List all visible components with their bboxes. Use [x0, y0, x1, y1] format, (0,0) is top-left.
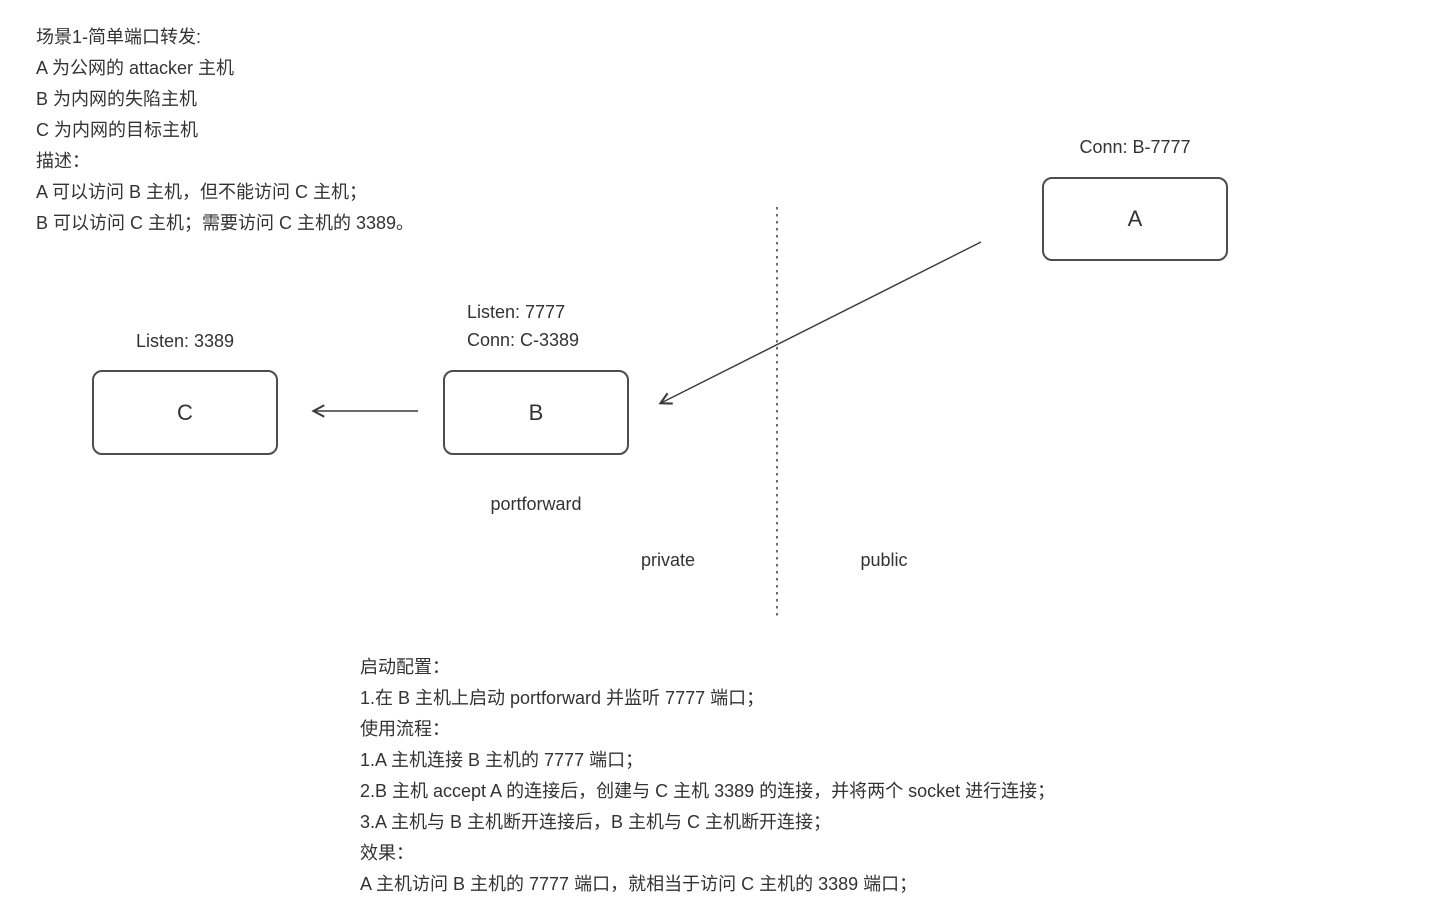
scenario-line-host-b: B 为内网的失陷主机: [36, 89, 198, 109]
arrow-a-to-b: [661, 241, 982, 403]
node-attacker-a: A: [1042, 177, 1228, 261]
notes-effect-header: 效果：: [360, 843, 414, 863]
notes-effect-line: A 主机访问 B 主机的 7777 端口，就相当于访问 C 主机的 3389 端…: [360, 874, 918, 894]
zone-label-public: public: [860, 550, 908, 570]
scenario-title: 场景1-简单端口转发:: [36, 27, 202, 47]
node-c-listen-annotation: Listen: 3389: [135, 331, 235, 351]
scenario-desc-line-1: A 可以访问 B 主机，但不能访问 C 主机；: [36, 182, 368, 202]
scenario-desc-header: 描述：: [36, 151, 90, 171]
scenario-desc-line-2: B 可以访问 C 主机；需要访问 C 主机的 3389。: [36, 213, 415, 233]
node-a-conn-annotation: Conn: B-7777: [1079, 137, 1191, 157]
node-target-c: C: [92, 370, 278, 455]
notes-usage-step-3: 3.A 主机与 B 主机断开连接后，B 主机与 C 主机断开连接；: [360, 812, 832, 832]
node-b-portforward-caption: portforward: [490, 494, 582, 514]
node-c-label: C: [177, 399, 193, 425]
node-b-conn-annotation: Conn: C-3389: [467, 330, 580, 350]
notes-usage-header: 使用流程：: [360, 719, 450, 739]
notes-usage-step-1: 1.A 主机连接 B 主机的 7777 端口；: [360, 750, 644, 770]
zone-label-private: private: [640, 550, 696, 570]
node-a-label: A: [1127, 206, 1143, 231]
scenario-line-host-a: A 为公网的 attacker 主机: [36, 58, 235, 78]
scenario-description-block: 场景1-简单端口转发: A 为公网的 attacker 主机 B 为内网的失陷主…: [36, 22, 414, 239]
notes-startup-header: 启动配置：: [360, 657, 450, 677]
notes-startup-step-1: 1.在 B 主机上启动 portforward 并监听 7777 端口；: [360, 688, 765, 708]
node-b-label: B: [528, 399, 544, 425]
usage-notes-block: 启动配置： 1.在 B 主机上启动 portforward 并监听 7777 端…: [360, 652, 1055, 900]
node-b-annotation-block: Listen: 7777 Conn: C-3389: [467, 298, 579, 354]
scenario-line-host-c: C 为内网的目标主机: [36, 120, 198, 140]
node-b-listen-annotation: Listen: 7777: [467, 302, 566, 322]
notes-usage-step-2: 2.B 主机 accept A 的连接后，创建与 C 主机 3389 的连接，并…: [360, 781, 1056, 801]
node-compromised-b: B: [443, 370, 629, 455]
